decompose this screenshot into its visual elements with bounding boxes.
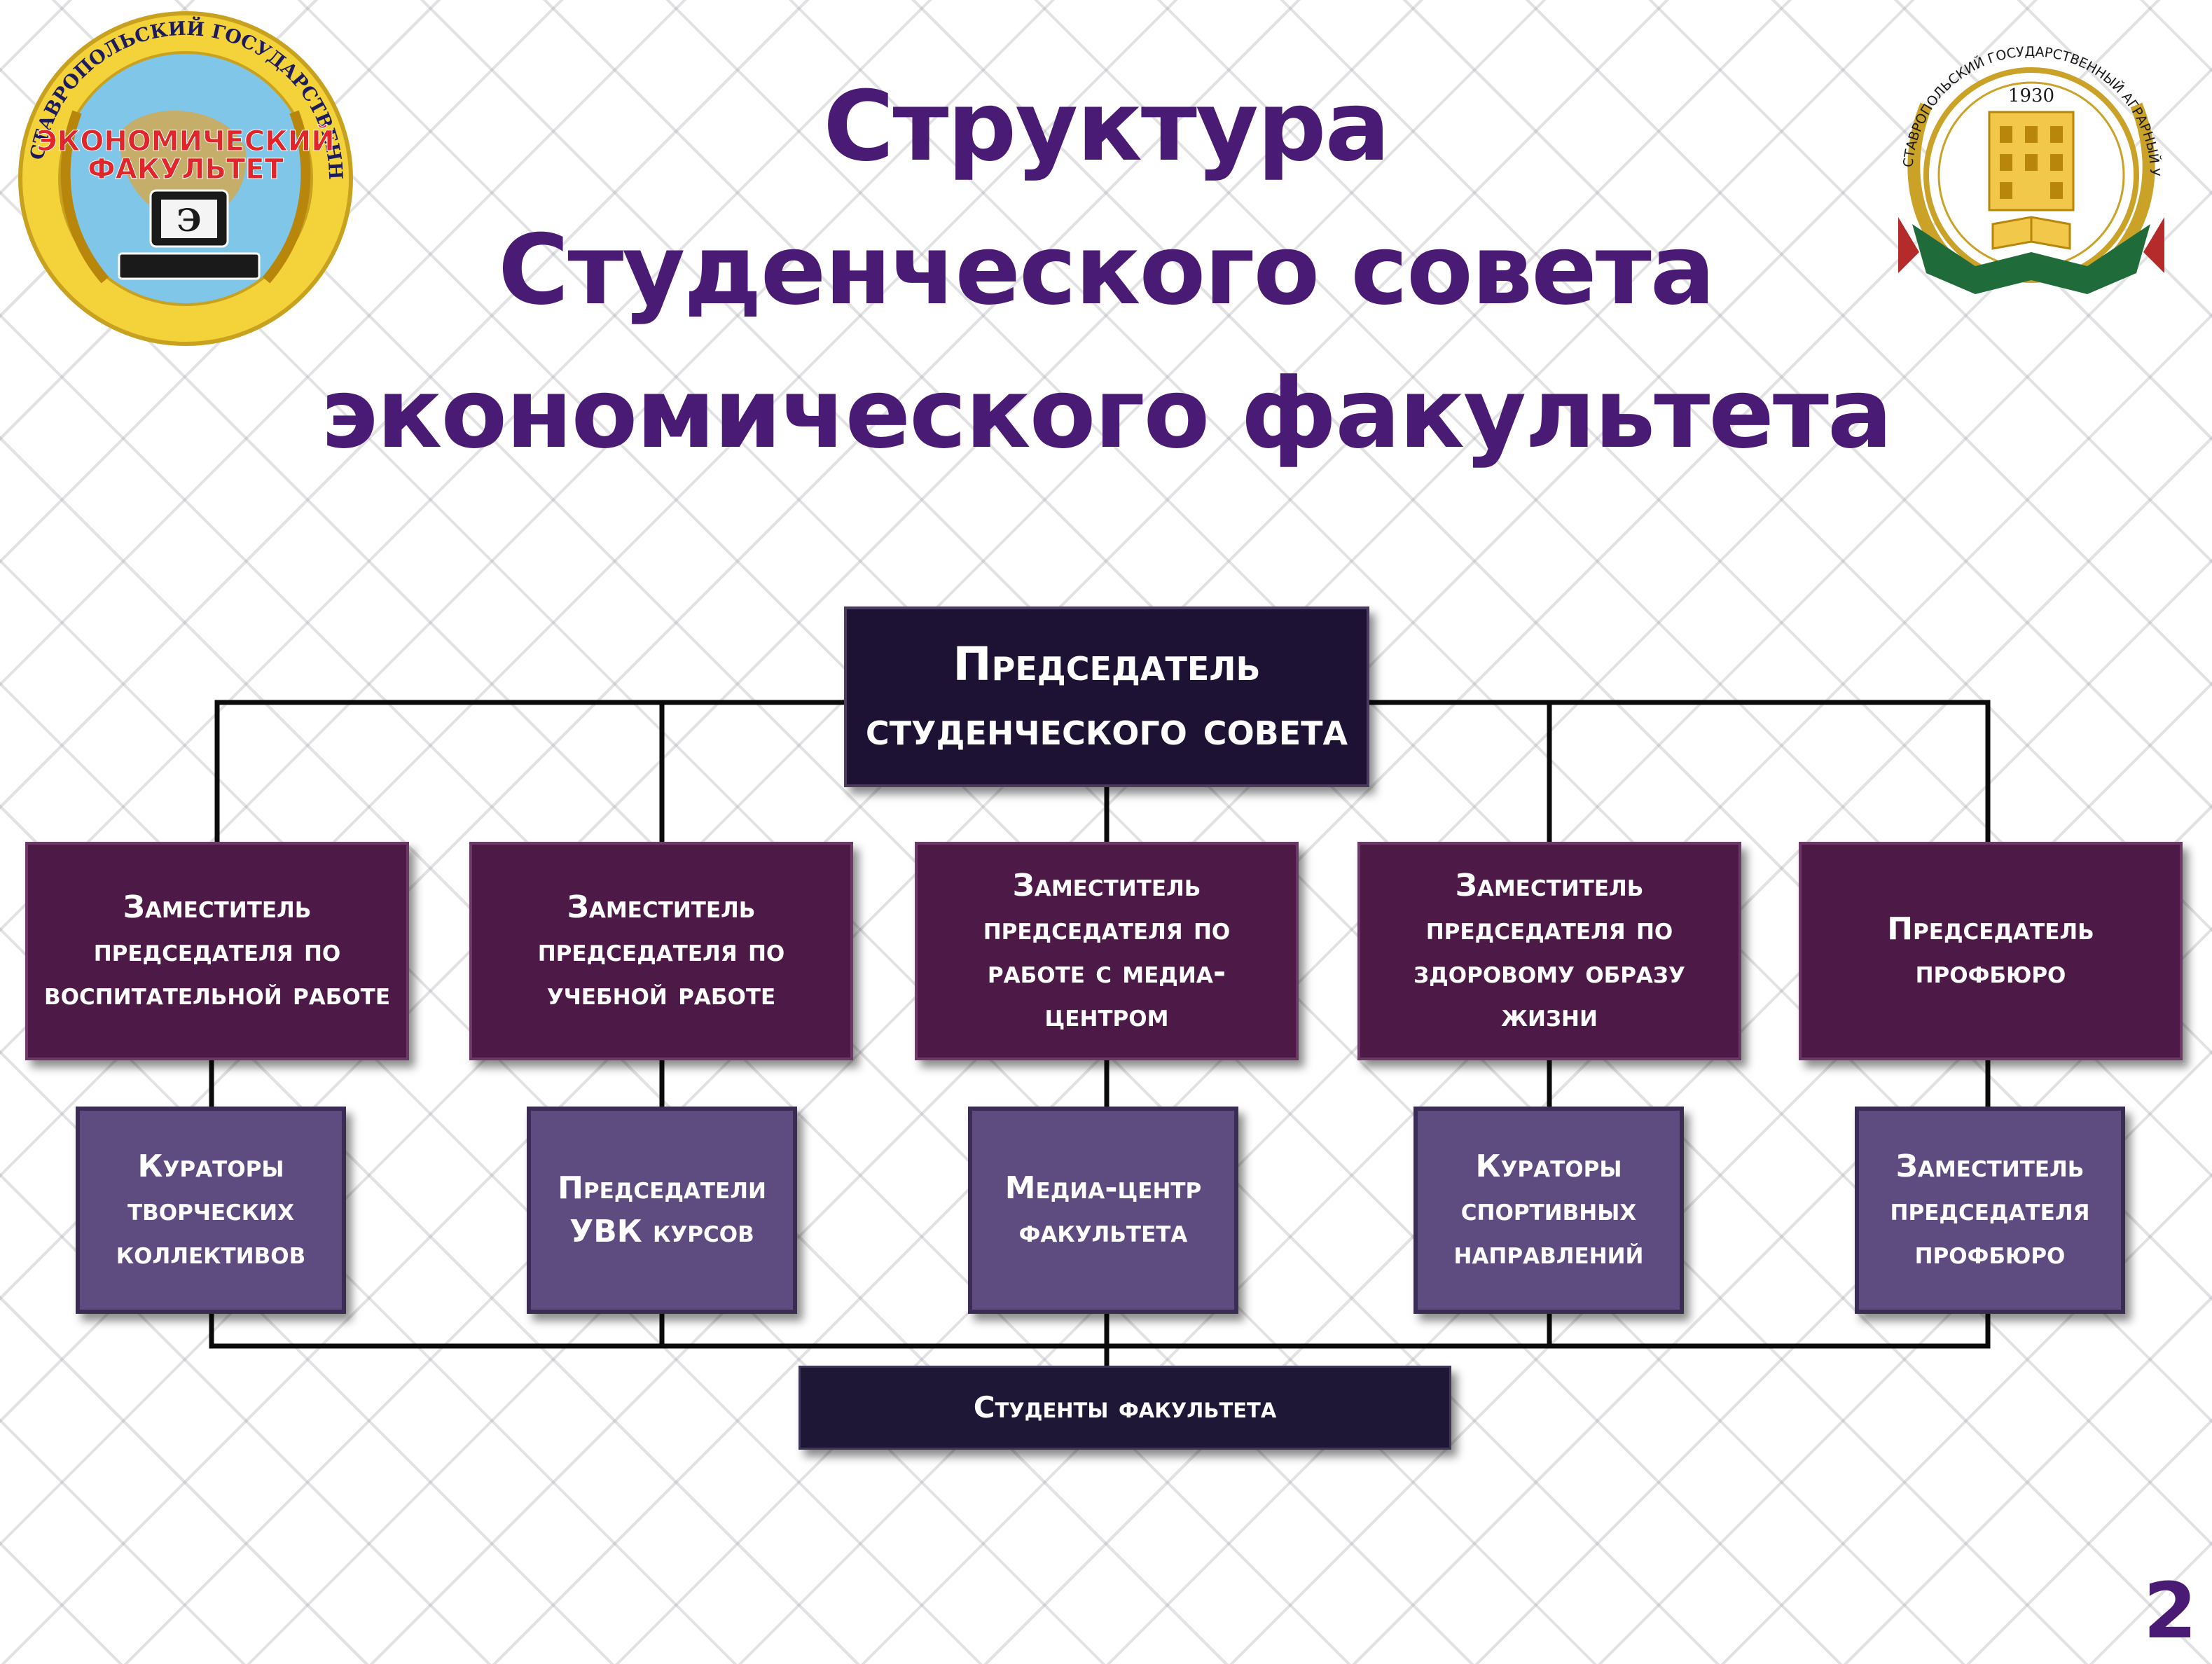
page-title-line-1: Структура: [823, 70, 1390, 183]
deputy-label-line: председателя по: [1425, 911, 1673, 947]
students-box: Студенты факультета: [799, 1366, 1451, 1450]
wheat-right-icon: [262, 110, 311, 284]
deputy-label-line: профбюро: [1915, 955, 2066, 990]
deputy-label-line: Заместитель: [1012, 868, 1201, 903]
deputy-box-tradeunion: Председатель профбюро: [1799, 842, 2183, 1060]
svg-text:Э: Э: [177, 203, 202, 239]
deputy-label-line: воспитательной работе: [43, 976, 391, 1012]
sub-label-line: творческих: [127, 1192, 294, 1228]
svg-text:ЭКОНОМИЧЕСКИЙ: ЭКОНОМИЧЕСКИЙ: [36, 124, 334, 158]
sub-label-line: Кураторы: [1475, 1149, 1622, 1184]
chair-label-line-2: студенческого совета: [865, 702, 1348, 756]
sub-label-line: Заместитель: [1895, 1149, 2085, 1184]
svg-text:ФАКУЛЬТЕТ: ФАКУЛЬТЕТ: [88, 153, 284, 186]
sub-box-sport-curators: Кураторы спортивных направлений: [1413, 1107, 1684, 1314]
deputy-label-line: председателя по: [93, 933, 341, 969]
deputy-label-line: работе с медиа-центром: [987, 955, 1226, 1034]
sub-box-creative-curators: Кураторы творческих коллективов: [76, 1107, 346, 1314]
deputy-label-line: жизни: [1501, 998, 1598, 1034]
sub-label-line: председателя: [1890, 1192, 2090, 1228]
deputy-label-line: учебной работе: [546, 976, 776, 1012]
deputy-label-line: здоровому образу: [1413, 955, 1685, 990]
deputy-label-line: председателя по: [537, 933, 785, 969]
sub-label-line: профбюро: [1914, 1235, 2066, 1271]
deputy-box-study: Заместитель председателя по учебной рабо…: [469, 842, 853, 1060]
page-number: 2: [2143, 1566, 2197, 1656]
deputy-label-line: Заместитель: [123, 889, 312, 925]
deputy-box-media: Заместитель председателя по работе с мед…: [915, 842, 1299, 1060]
sub-box-tradeunion-deputy: Заместитель председателя профбюро: [1855, 1107, 2125, 1314]
sub-label-line: спортивных: [1460, 1192, 1637, 1228]
students-label: Студенты факультета: [973, 1390, 1277, 1424]
deputy-box-education: Заместитель председателя по воспитательн…: [25, 842, 409, 1060]
sub-label-line: УВК курсов: [569, 1214, 754, 1249]
wheat-left-icon: [60, 110, 109, 284]
deputy-label-line: Заместитель: [567, 889, 756, 925]
chair-box: Председатель студенческого совета: [844, 606, 1369, 787]
ribbon-icon: [1912, 224, 2150, 294]
sub-label-line: факультета: [1018, 1214, 1188, 1249]
sub-label-line: коллективов: [116, 1235, 306, 1271]
page-title-line-2: Студенческого совета: [498, 214, 1715, 326]
faculty-logo: СТАВРОПОЛЬСКИЙ ГОСУДАРСТВЕННЫЙ АГРАРНЫЙ …: [14, 7, 353, 346]
sub-label-line: Медиа-центр: [1004, 1170, 1202, 1206]
deputy-label-line: Заместитель: [1455, 868, 1644, 903]
university-logo: СТАВРОПОЛЬСКИЙ ГОСУДАРСТВЕННЫЙ АГРАРНЫЙ …: [1870, 14, 2164, 294]
book-icon: [1991, 216, 2071, 250]
deputy-label-line: Председатель: [1887, 911, 2094, 947]
chair-label-line-1: Председатель: [953, 637, 1261, 691]
sub-label-line: направлений: [1453, 1235, 1644, 1271]
svg-text:1930: 1930: [2008, 85, 2054, 106]
sub-label-line: Председатели: [558, 1170, 766, 1206]
deputy-box-health: Заместитель председателя по здоровому об…: [1357, 842, 1741, 1060]
building-icon: [1988, 111, 2075, 212]
page-title-line-3: экономического факультета: [320, 357, 1893, 470]
sub-box-uvk-chairs: Председатели УВК курсов: [527, 1107, 797, 1314]
sub-label-line: Кураторы: [137, 1149, 284, 1184]
sub-box-media-center: Медиа-центр факультета: [968, 1107, 1238, 1314]
computer-icon: Э: [118, 189, 261, 280]
deputy-label-line: председателя по: [983, 911, 1231, 947]
